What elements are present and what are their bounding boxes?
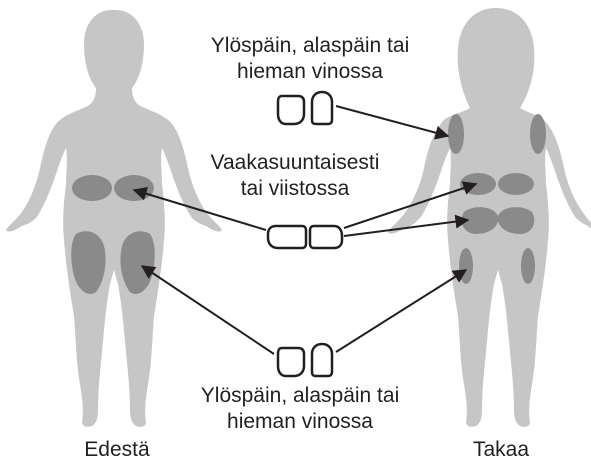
orientation-label-bottom-line1: Ylöspäin, alaspäin tai xyxy=(165,383,435,409)
arrow-to-back-thigh xyxy=(336,270,466,352)
orientation-label-middle: Vaakasuuntaisesti tai viistossa xyxy=(175,150,415,202)
orientation-label-top: Ylöspäin, alaspäin tai hieman vinossa xyxy=(175,33,445,85)
back-upper-arm-right-site xyxy=(530,114,546,154)
front-abdomen-left-site xyxy=(72,175,112,201)
orientation-label-top-line1: Ylöspäin, alaspäin tai xyxy=(175,33,445,59)
caption-front: Edestä xyxy=(62,437,172,461)
orientation-label-middle-line2: tai viistossa xyxy=(175,176,415,202)
arrow-to-back-upper-arm xyxy=(336,106,448,136)
caption-back: Takaa xyxy=(446,437,556,461)
pod-horizontal-icon xyxy=(268,226,342,248)
front-abdomen-right-site xyxy=(114,175,154,201)
back-thigh-right-site xyxy=(521,248,535,284)
pod-vertical-icon xyxy=(278,92,332,124)
pod-vertical-icon-bottom xyxy=(278,344,332,376)
orientation-label-bottom: Ylöspäin, alaspäin tai hieman vinossa xyxy=(165,383,435,435)
back-lower-back-right-site xyxy=(498,173,534,195)
orientation-label-middle-line1: Vaakasuuntaisesti xyxy=(175,150,415,176)
back-thigh-left-site xyxy=(459,248,473,284)
back-lower-back-left-site xyxy=(460,173,496,195)
orientation-label-bottom-line2: hieman vinossa xyxy=(165,409,435,435)
orientation-label-top-line2: hieman vinossa xyxy=(175,59,445,85)
back-upper-arm-left-site xyxy=(448,114,464,154)
arrow-to-front-thigh xyxy=(142,266,274,354)
